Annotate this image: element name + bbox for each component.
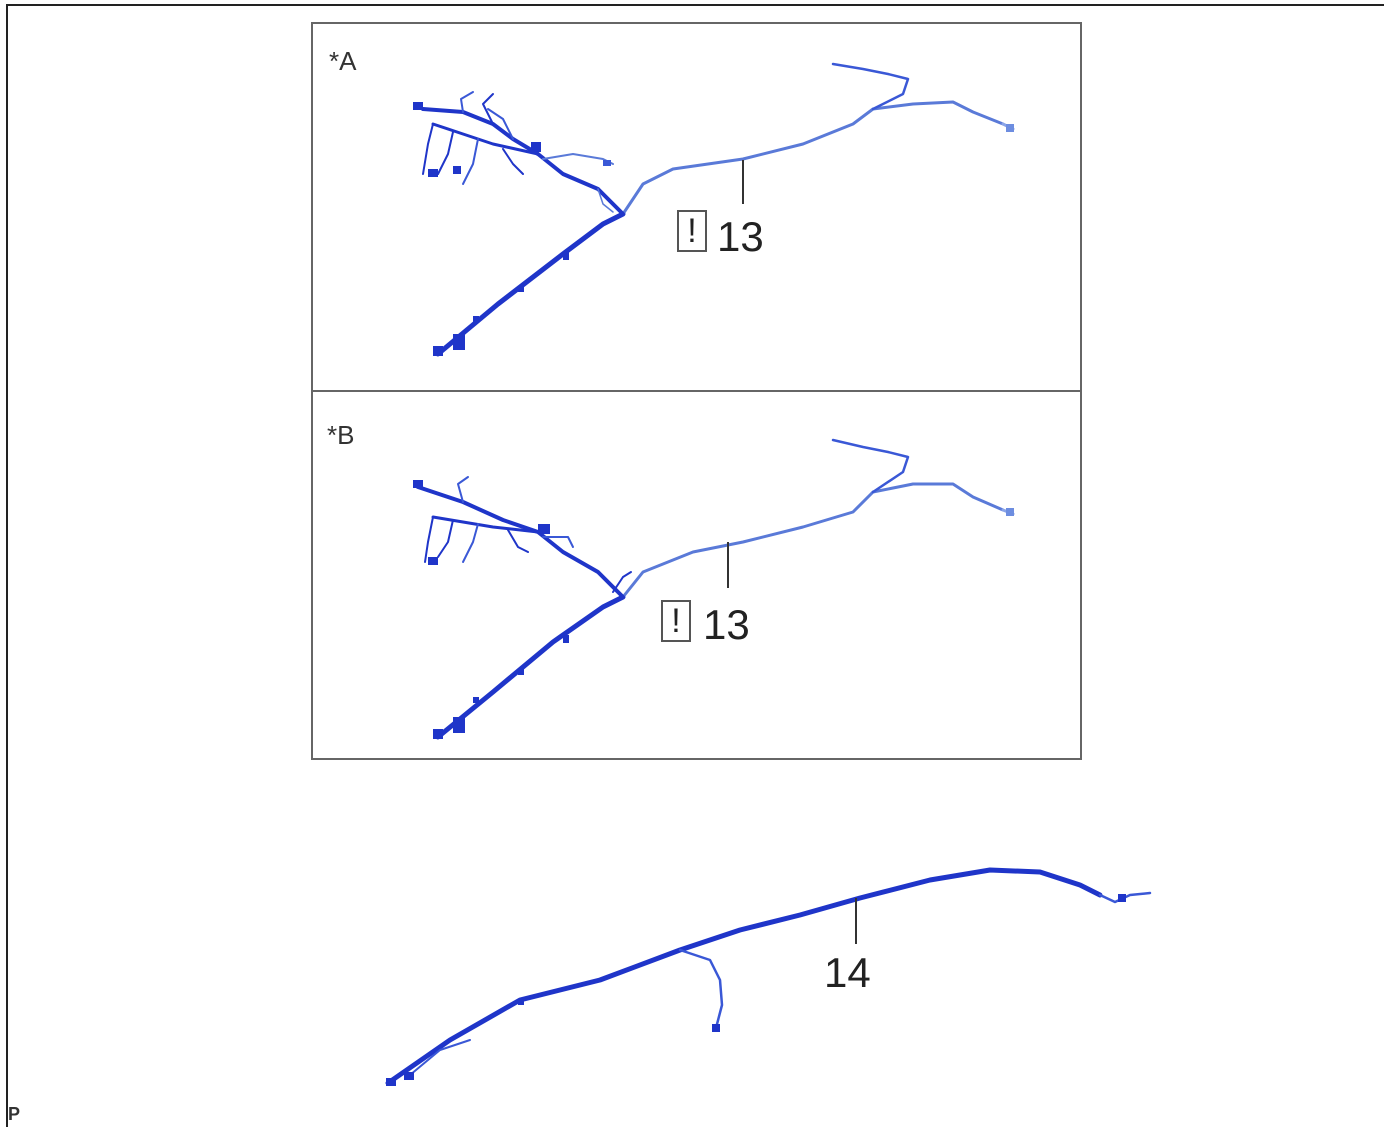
panel-a-label: *A	[329, 46, 357, 76]
panel-b: *B ! 13	[311, 390, 1082, 760]
bottom-callout-number: 14	[824, 949, 871, 996]
panel-a-callout-number: 13	[717, 213, 764, 260]
panel-a-caution-icon: !	[677, 210, 707, 252]
panel-b-wire-harness	[413, 438, 1015, 740]
panel-a-wire-harness	[413, 62, 1015, 357]
panel-a: *A	[311, 22, 1082, 392]
frame-left-line	[6, 4, 8, 1127]
panel-b-callout-number: 13	[703, 601, 750, 648]
panel-b-label: *B	[327, 420, 355, 450]
frame-top-line	[6, 4, 1384, 6]
panel-b-caution-icon: !	[661, 600, 691, 642]
footer-letter: P	[8, 1104, 21, 1124]
